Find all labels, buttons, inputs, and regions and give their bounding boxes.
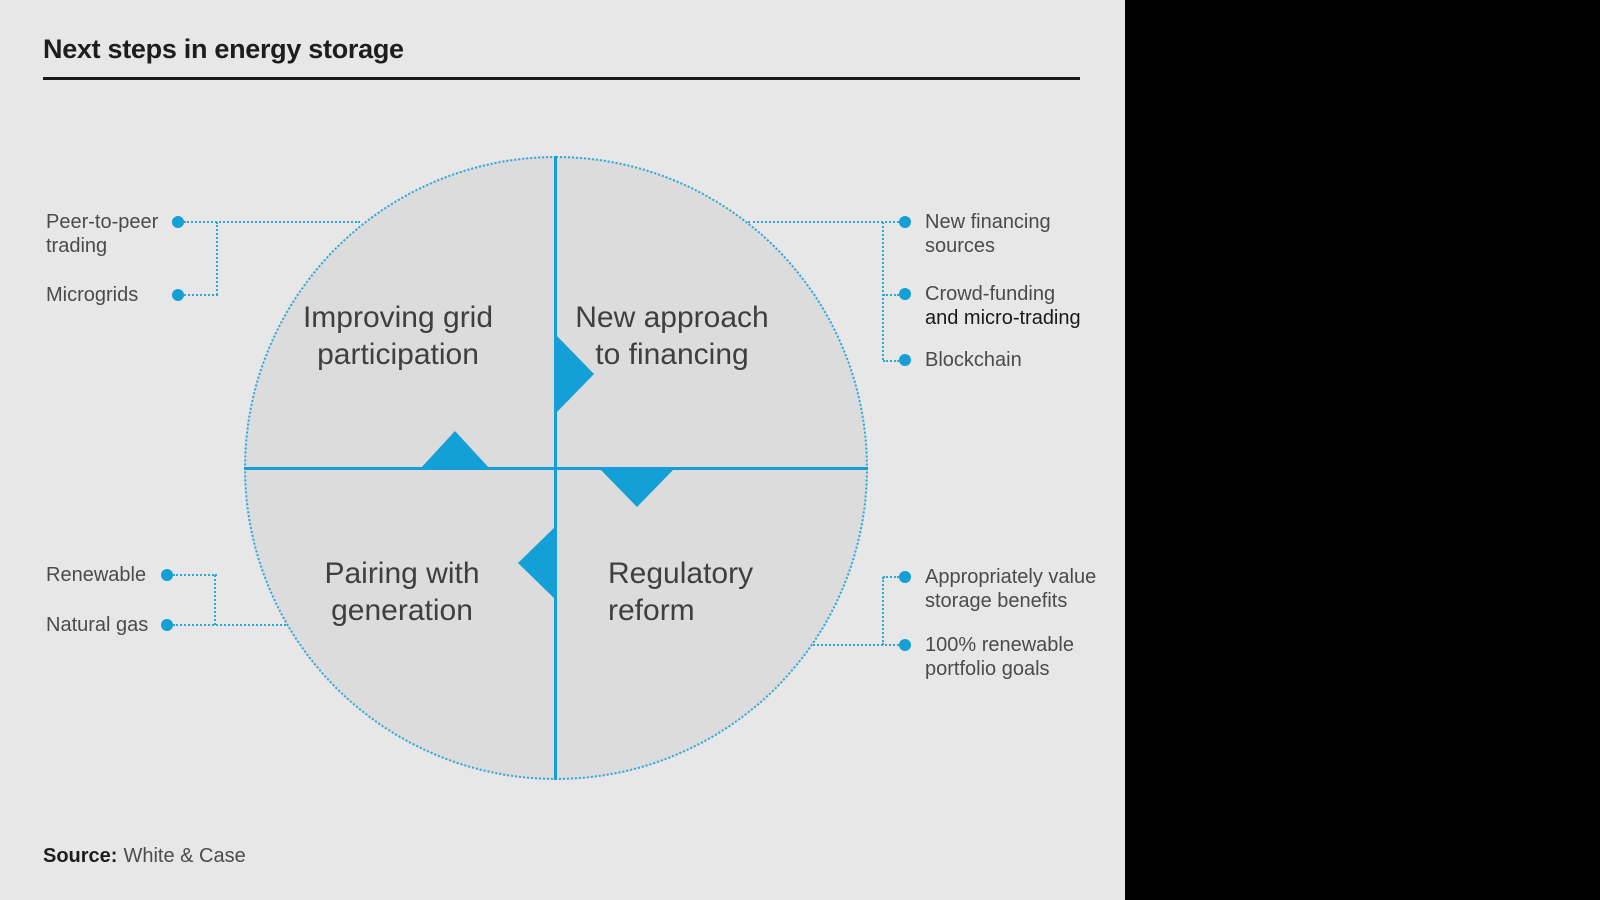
quadrant-pairing-with-generation: Pairing with generation xyxy=(252,555,552,629)
callout-line: 100% renewable xyxy=(925,634,1074,656)
quadrant-improving-grid-participation: Improving grid participation xyxy=(248,299,548,373)
quadrant-label-line: Pairing with xyxy=(324,557,480,590)
callout-line: Natural gas xyxy=(46,614,149,636)
horizontal-divider xyxy=(244,467,868,470)
connector-line xyxy=(748,221,899,223)
bullet-dot-icon xyxy=(172,289,184,301)
arrow-down-icon xyxy=(600,469,674,507)
callout-line: Appropriately value xyxy=(925,566,1097,588)
connector-line xyxy=(883,360,899,362)
callout-blockchain: Blockchain xyxy=(925,348,1022,372)
callout-line: Peer-to-peer xyxy=(46,211,159,233)
callout-line: Crowd-funding xyxy=(925,283,1056,305)
callout-microgrids: Microgrids xyxy=(46,283,138,307)
side-panel xyxy=(1125,0,1600,900)
callout-line: Renewable xyxy=(46,564,147,586)
callout-line: New financing xyxy=(925,211,1051,233)
callout-crowd-funding-micro-trading: Crowd-funding and micro-trading xyxy=(925,282,1081,330)
source-note: Source:White & Case xyxy=(43,845,246,868)
arrow-up-icon xyxy=(420,431,490,469)
bullet-dot-icon xyxy=(161,619,173,631)
connector-line xyxy=(883,294,899,296)
quadrant-label-line: participation xyxy=(317,338,479,371)
bullet-dot-icon xyxy=(161,569,173,581)
connector-line xyxy=(173,574,217,576)
quadrant-label-line: Improving grid xyxy=(302,301,494,334)
quadrant-label-line: reform xyxy=(608,594,695,627)
bullet-dot-icon xyxy=(899,571,911,583)
callout-renewable-portfolio-goals: 100% renewable portfolio goals xyxy=(925,633,1074,681)
arrow-right-icon xyxy=(556,335,594,413)
callout-value-storage-benefits: Appropriately value storage benefits xyxy=(925,565,1096,613)
bullet-dot-icon xyxy=(899,354,911,366)
quadrant-label-line: to financing xyxy=(595,338,749,371)
callout-natural-gas: Natural gas xyxy=(46,613,148,637)
connector-line xyxy=(882,577,884,645)
callout-line: portfolio goals xyxy=(925,658,1050,680)
connector-line xyxy=(184,294,218,296)
quadrant-new-approach-to-financing: New approach to financing xyxy=(522,299,822,373)
callout-peer-to-peer-trading: Peer-to-peer trading xyxy=(46,210,158,258)
connector-line xyxy=(813,644,899,646)
callout-line: storage benefits xyxy=(925,590,1068,612)
bullet-dot-icon xyxy=(899,288,911,300)
connector-line xyxy=(214,575,216,625)
callout-line: Blockchain xyxy=(925,349,1022,371)
page-title: Next steps in energy storage xyxy=(43,34,404,64)
source-label: Source: xyxy=(43,845,118,867)
arrow-left-icon xyxy=(518,526,556,600)
connector-line xyxy=(882,222,884,360)
connector-line xyxy=(216,222,218,295)
connector-line xyxy=(184,221,360,223)
connector-line xyxy=(883,576,899,578)
title-rule xyxy=(43,77,1080,80)
source-value: White & Case xyxy=(123,845,246,867)
callout-renewable: Renewable xyxy=(46,563,146,587)
callout-line: sources xyxy=(925,235,996,257)
quadrant-label-line: New approach xyxy=(575,301,769,334)
quadrant-regulatory-reform: Regulatory reform xyxy=(608,555,868,629)
callout-new-financing-sources: New financing sources xyxy=(925,210,1051,258)
quadrant-label-line: generation xyxy=(331,594,473,627)
connector-line xyxy=(173,624,286,626)
quadrant-label-line: Regulatory xyxy=(608,557,754,590)
callout-line: and micro-trading xyxy=(925,307,1081,329)
bullet-dot-icon xyxy=(899,216,911,228)
bullet-dot-icon xyxy=(899,639,911,651)
bullet-dot-icon xyxy=(172,216,184,228)
callout-line: Microgrids xyxy=(46,284,139,306)
callout-line: trading xyxy=(46,235,108,257)
diagram-canvas: Next steps in energy storage Improving g… xyxy=(0,0,1125,900)
